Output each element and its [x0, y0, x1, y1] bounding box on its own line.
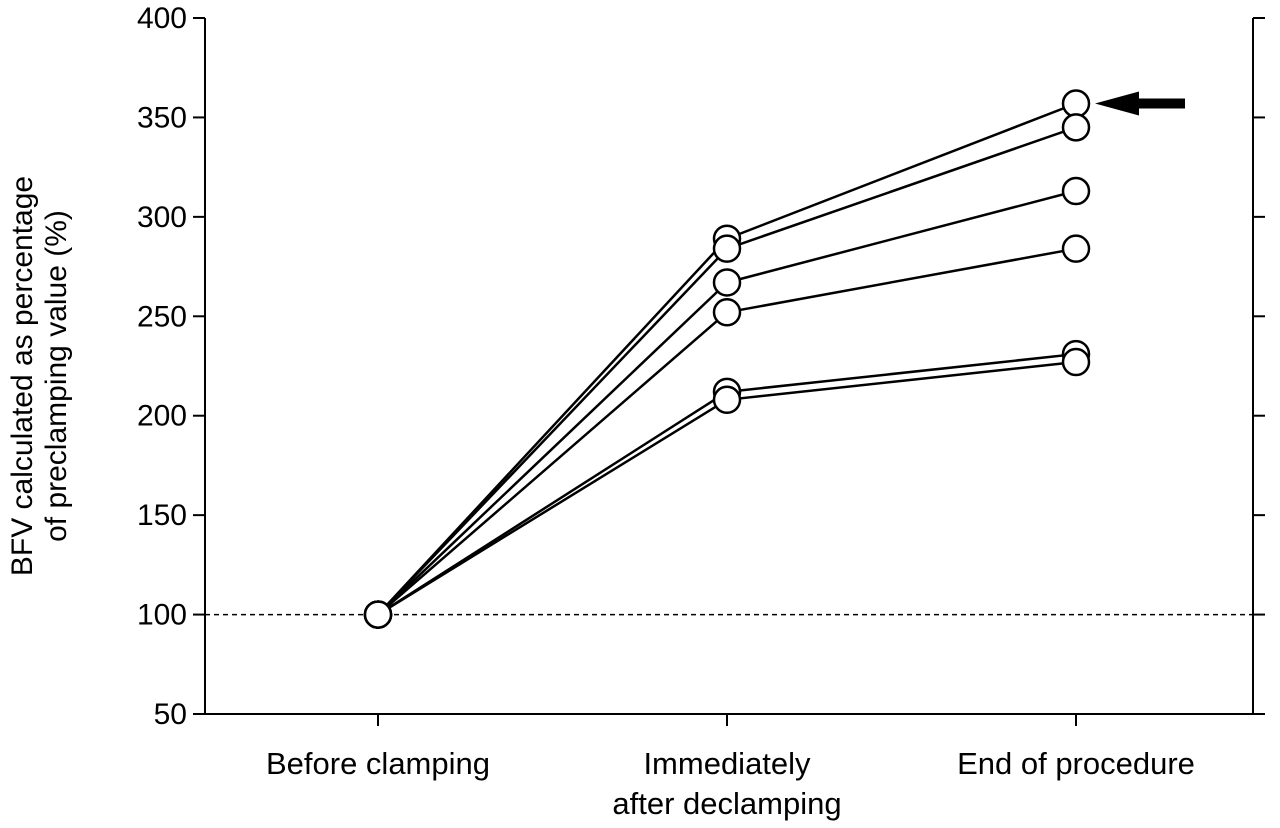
data-point [712, 298, 742, 327]
data-point [1061, 176, 1091, 206]
data-point [712, 234, 742, 263]
series-lines [377, 102, 1077, 616]
annotation-group [1095, 91, 1185, 116]
x-tick-labels: Before clamping Immediately after declampi… [266, 746, 1195, 821]
y-tick-label: 400 [137, 2, 187, 35]
series-markers [363, 89, 1091, 629]
series-group [363, 89, 1091, 629]
series-line [377, 126, 1077, 616]
y-axis-title-line: of preclamping value (%) [40, 210, 73, 542]
y-tick-labels: 50 100 150 200 250 300 350 400 [137, 2, 187, 731]
y-tick-label: 300 [137, 201, 187, 234]
data-point [712, 268, 742, 297]
y-tick-label: 100 [137, 599, 187, 632]
x-tick-label: Before clamping [266, 746, 490, 781]
y-tick-label: 200 [137, 400, 187, 433]
axes [193, 17, 1265, 726]
data-point [1061, 89, 1091, 118]
data-point [1061, 347, 1091, 377]
y-tick-label: 350 [137, 101, 187, 134]
x-tick-label: Immediately [643, 746, 811, 781]
data-point [1061, 113, 1091, 142]
data-point [363, 600, 393, 629]
y-axis-title-line: BFV calculated as percentage [6, 176, 39, 576]
y-tick-label: 250 [137, 300, 187, 333]
y-tick-label: 150 [137, 499, 187, 532]
data-point [712, 385, 742, 415]
x-tick-label: End of procedure [957, 746, 1195, 781]
arrow-head [1095, 91, 1139, 116]
series-line [377, 102, 1077, 616]
x-tick-label: after declamping [612, 786, 841, 821]
data-point [1061, 234, 1091, 263]
y-tick-label: 50 [154, 698, 187, 731]
